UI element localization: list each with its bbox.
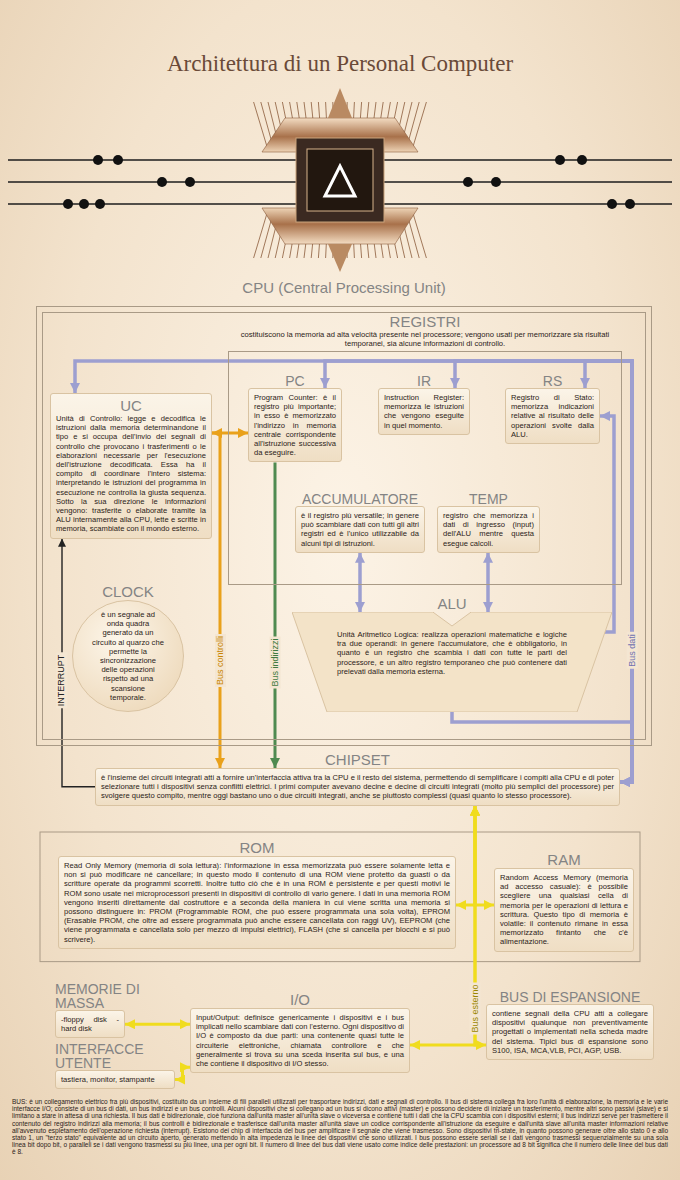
register-group: REGISTRIcostituiscono la memoria ad alta… xyxy=(228,314,622,585)
node-text: Input/Output: definisce genericamente i … xyxy=(196,1013,404,1068)
alu-shape: ALU Unità Aritmetico Logica: realizza ope… xyxy=(292,596,612,712)
bus-box: BUS DI ESPANSIONE contiene segnali della … xyxy=(486,990,654,1060)
node-heading: CLOCK xyxy=(72,584,184,600)
chip-die xyxy=(307,149,373,211)
box-shape: è l'insieme dei circuiti integrati atti … xyxy=(95,768,620,806)
box-shape: -floppy disk -hard disk xyxy=(55,1010,125,1038)
io-box: I/O Input/Output: definisce genericamente… xyxy=(190,992,410,1073)
bus-connector xyxy=(455,361,632,782)
memory-box: RAM Random Access Memory (memoria ad acce… xyxy=(494,852,634,952)
storage-box: MEMORIE DI MASSA -floppy disk -hard disk xyxy=(55,982,155,1038)
bus-connector xyxy=(456,806,475,905)
memory-box: ROM Read Only Memory (memoria di sola let… xyxy=(58,840,456,949)
box-shape: contiene segnali della CPU atti a colleg… xyxy=(486,1004,654,1060)
circle-shape: è un segnale ad onda quadra generato da … xyxy=(72,600,184,712)
bus-label: Bus esterno xyxy=(470,982,481,1034)
register-box: IR Instruction Register: memorizza le ist… xyxy=(378,374,470,435)
node-text: è il registro più versatile; in genere p… xyxy=(301,511,419,548)
memory-frame xyxy=(40,832,640,962)
node-text: Random Access Memory (memoria ad accesso… xyxy=(500,873,628,947)
node-text: Unità Aritmetico Logica: realizza operaz… xyxy=(337,630,567,676)
node-heading: RS xyxy=(505,374,600,388)
chip-body xyxy=(328,88,352,118)
node-heading: TEMP xyxy=(437,492,540,506)
node-heading: CHIPSET xyxy=(95,752,620,768)
bus-connector xyxy=(325,361,632,782)
node-heading: IR xyxy=(378,374,470,388)
node-heading: INTERFACCE UTENTE xyxy=(55,1042,159,1070)
box-shape: tastiera, monitor, stampante xyxy=(55,1070,175,1089)
node-text: contiene segnali della CPU atti a colleg… xyxy=(492,1009,648,1055)
bus-connector xyxy=(175,1067,190,1079)
box-shape: UCUnità di Controllo: legge e decodifica… xyxy=(50,393,212,539)
chip-die xyxy=(296,138,384,222)
node-text: Instruction Register: memorizza le istru… xyxy=(384,393,464,430)
node-text: è un segnale ad onda quadra generato da … xyxy=(92,610,164,702)
box-shape: Read Only Memory (memoria di sola lettur… xyxy=(58,856,456,949)
box-shape: Instruction Register: memorizza le istru… xyxy=(378,388,470,435)
chipset-box: CHIPSET è l'insieme dei circuiti integrat… xyxy=(95,752,620,806)
node-text: Program Counter: è il registro più impor… xyxy=(254,393,336,457)
clock-circle: CLOCK è un segnale ad onda quadra generat… xyxy=(72,584,184,712)
node-heading: RAM xyxy=(494,852,634,868)
node-heading: UC xyxy=(56,398,206,414)
register-box: ACCUMULATORE è il registro più versatile;… xyxy=(295,492,425,553)
box-shape: Random Access Memory (memoria ad accesso… xyxy=(494,868,634,952)
bus-connector xyxy=(358,553,362,612)
node-text: -floppy disk -hard disk xyxy=(61,1015,119,1033)
bus-note: BUS: è un collegamento elettrico fra più… xyxy=(12,1098,668,1156)
bus-connector xyxy=(486,553,490,612)
node-heading: MEMORIE DI MASSA xyxy=(55,982,143,1010)
node-heading: I/O xyxy=(190,992,410,1008)
control-unit-box: UCUnità di Controllo: legge e decodifica… xyxy=(50,393,212,539)
chip-logo xyxy=(325,166,355,196)
node-text: è l'insieme dei circuiti integrati atti … xyxy=(101,773,614,801)
node-text: Read Only Memory (memoria di sola lettur… xyxy=(64,861,450,944)
bus-label: INTERRUPT xyxy=(56,652,67,708)
node-text: tastiera, monitor, stampante xyxy=(61,1075,169,1084)
node-text: registro che memorizza i dati di ingress… xyxy=(443,511,534,548)
chip-pins xyxy=(254,102,427,258)
chip-body xyxy=(328,244,352,272)
bus-connector xyxy=(475,806,494,905)
box-shape: Registro di Stato: memorizza indicazioni… xyxy=(505,388,600,444)
bus-connector xyxy=(125,1023,190,1026)
node-heading: REGISTRI xyxy=(228,314,622,330)
bus-connector xyxy=(212,433,220,768)
bus-connector xyxy=(274,462,277,768)
node-text: Unità di Controllo: legge e decodifica l… xyxy=(56,414,206,534)
box-shape: Program Counter: è il registro più impor… xyxy=(248,388,342,462)
bus-label: Bus dati xyxy=(626,632,637,669)
box-shape: Input/Output: definisce genericamente i … xyxy=(190,1008,410,1073)
bus-label: Bus indirizzi xyxy=(270,636,281,688)
node-heading: BUS DI ESPANSIONE xyxy=(486,990,654,1004)
box-shape: è il registro più versatile; in genere p… xyxy=(295,506,425,553)
register-box: TEMP registro che memorizza i dati di ing… xyxy=(437,492,540,553)
bus-connector xyxy=(600,416,614,632)
node-heading: ROM xyxy=(58,840,456,856)
node-heading: CPU (Central Processing Unit) xyxy=(36,280,652,296)
page-title: Architettura di un Personal Computer xyxy=(0,50,680,78)
node-text: costituiscono la memoria ad alta velocit… xyxy=(228,330,622,348)
register-box: RS Registro di Stato: memorizza indicazio… xyxy=(505,374,600,444)
alu-outline: Unità Aritmetico Logica: realizza operaz… xyxy=(292,612,612,712)
box-shape: registro che memorizza i dati di ingress… xyxy=(437,506,540,553)
node-heading: PC xyxy=(248,374,342,388)
node-heading: ACCUMULATORE xyxy=(295,492,425,506)
interface-box: INTERFACCE UTENTE tastiera, monitor, stam… xyxy=(55,1042,175,1089)
node-heading: ALU xyxy=(292,596,612,612)
register-box: PC Program Counter: è il registro più imp… xyxy=(248,374,342,462)
cpu-frame: CPU (Central Processing Unit) REGISTRIcos… xyxy=(36,280,652,746)
bus-label: Bus controlli xyxy=(215,633,226,686)
node-text: Registro di Stato: memorizza indicazioni… xyxy=(511,393,594,439)
